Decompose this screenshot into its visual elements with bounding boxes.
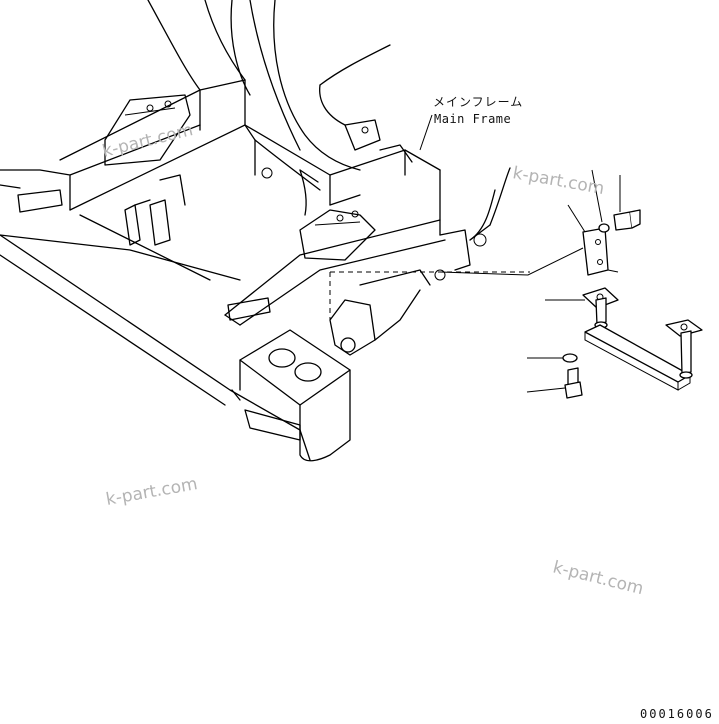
watermark: k-part.com (551, 557, 646, 599)
watermark: k-part.com (104, 474, 199, 510)
main-frame-label-en: Main Frame (434, 112, 511, 126)
bracket-assembly (329, 169, 703, 399)
watermark: k-part.com (511, 163, 606, 199)
main-frame-callout: メインフレーム Main Frame (419, 95, 523, 151)
main-frame-drawing (0, 0, 511, 462)
main-frame-leader (419, 114, 433, 151)
main-frame-label-jp: メインフレーム (433, 95, 523, 109)
document-number: 00016006 (640, 707, 714, 721)
